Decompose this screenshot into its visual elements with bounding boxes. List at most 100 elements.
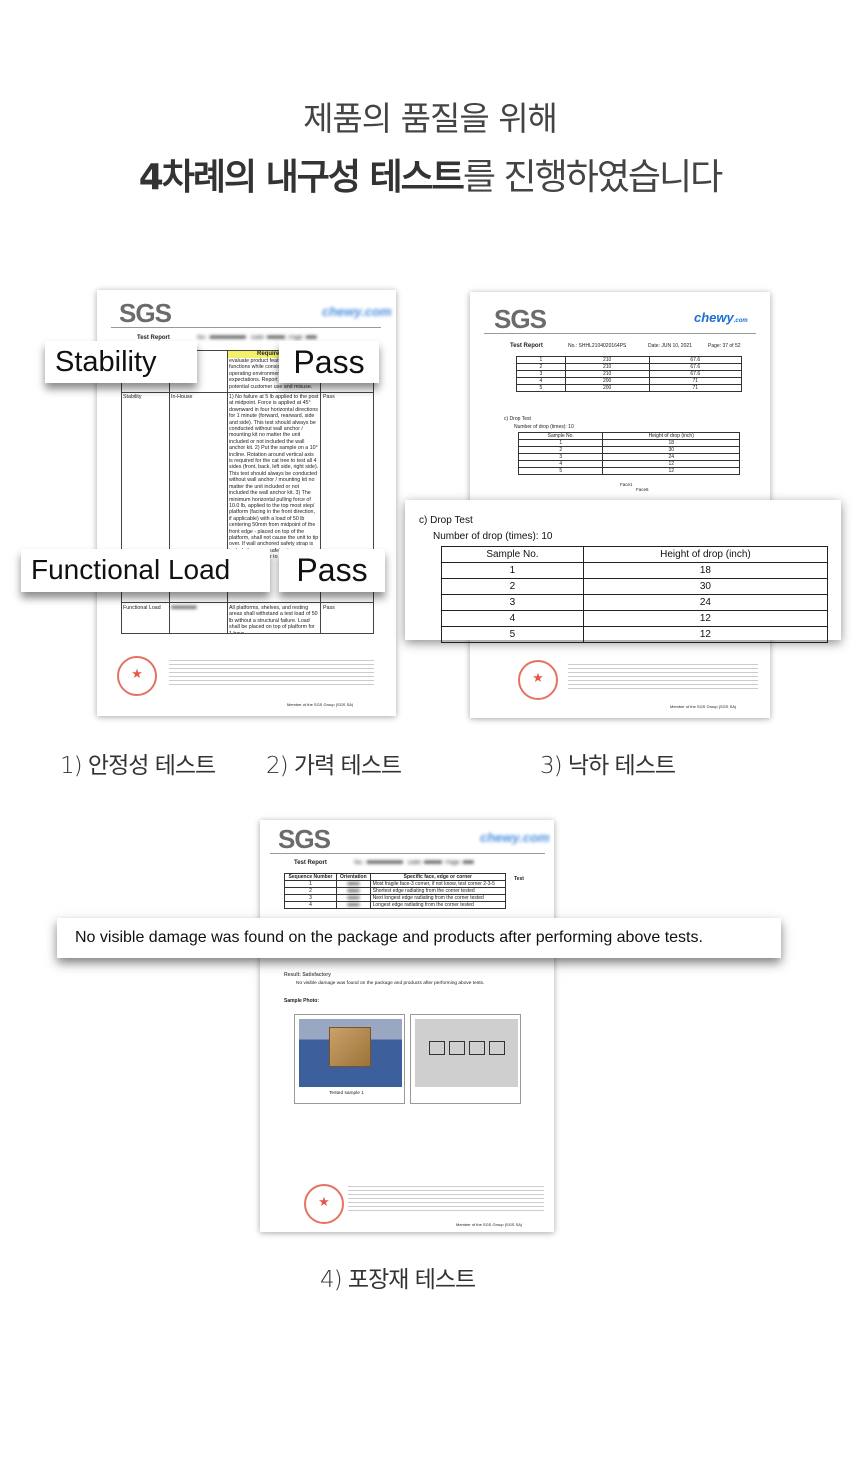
- col-sample: Sample No.: [517, 432, 604, 440]
- requirement-header: Requirement: [257, 351, 294, 357]
- report-title: Test Report: [294, 860, 327, 866]
- chewy-logo-suffix: .com: [733, 318, 748, 324]
- chewy-logo: chewy.com: [480, 830, 550, 845]
- drop-callout-title: c) Drop Test: [419, 515, 473, 526]
- table-cell: 24: [582, 594, 829, 611]
- sgs-seal-stamp: [304, 1184, 344, 1224]
- stability-method: In-House: [171, 394, 193, 400]
- report-meta: No.: ■■■■■■■■■■ Date: ■■■■■ Page: ■■■: [197, 335, 317, 341]
- table-cell: Shortest edge radiating from the corner …: [369, 887, 507, 895]
- table-cell: 5: [517, 467, 604, 475]
- table-cell: 2: [517, 446, 604, 454]
- face1-label: Face1: [620, 482, 633, 487]
- table-cell: 30: [582, 578, 829, 595]
- result-label: Result: Satisfactory: [284, 972, 331, 978]
- headline-line-2: 4차례의 내구성 테스트를 진행하였습니다: [0, 148, 860, 200]
- drop-callout-count: Number of drop (times): 10: [433, 531, 553, 542]
- test-label: Test: [514, 876, 524, 882]
- table-cell: 12: [582, 610, 829, 627]
- col-divider: [320, 350, 321, 634]
- report-title: Test Report: [137, 335, 170, 341]
- functional-method: ■■■■■■■■: [171, 605, 197, 611]
- sgs-seal-stamp: [117, 656, 157, 696]
- headline-line-1: 제품의 품질을 위해: [303, 99, 558, 138]
- table-cell: 210: [564, 370, 650, 378]
- col-orientation: Orientation: [335, 873, 371, 881]
- drop-callout-col-height: Height of drop (inch): [582, 546, 829, 563]
- drop-test-title: c) Drop Test: [504, 416, 531, 422]
- table-cell: 1: [284, 880, 337, 888]
- table-cell: 67.6: [648, 370, 743, 378]
- functional-item: Functional Load: [123, 605, 161, 611]
- footer-member: Member of the SGS Group (SGS SA): [670, 704, 737, 709]
- requirement-intro: evaluate product features and functions …: [229, 358, 313, 390]
- caption-load-test: 2) 가력 테스트: [266, 753, 402, 779]
- drop-test-callout: c) Drop Test Number of drop (times): 10 …: [405, 500, 841, 643]
- footer-member: Member of the SGS Group (SGS SA): [287, 702, 354, 707]
- table-cell: 4: [441, 610, 584, 627]
- keep-dry-icon: [489, 1041, 505, 1055]
- drop-callout-col-sample: Sample No.: [441, 546, 584, 563]
- table-cell: Most fragile face-3 corner, if not know,…: [369, 880, 507, 888]
- table-row: 4■■■■Longest edge radiating from the cor…: [284, 901, 507, 909]
- sgs-seal-stamp: [518, 660, 558, 700]
- table-cell: 12: [582, 626, 829, 643]
- handling-symbol-icon: [429, 1041, 445, 1055]
- table-cell: 200: [564, 384, 650, 392]
- stability-callout-label: Stability: [45, 341, 197, 383]
- col-height: Height of drop (inch): [602, 432, 740, 440]
- table-cell: 2: [441, 578, 584, 595]
- table-cell: 5: [441, 626, 584, 643]
- requirements-table: [121, 350, 374, 634]
- table-cell-redacted: ■■■■: [335, 880, 371, 888]
- box-label-photo: [415, 1019, 518, 1087]
- table-cell: 3: [516, 370, 566, 378]
- table-cell: 71: [648, 384, 743, 392]
- table-cell: 71: [648, 377, 743, 385]
- report-date: Date: JUN 10, 2021: [648, 343, 692, 349]
- functional-callout-text: Functional Load: [31, 554, 231, 585]
- row-divider: [121, 602, 374, 603]
- table-cell: 4: [516, 377, 566, 385]
- sgs-logo: SGS: [119, 298, 172, 328]
- legal-footer-text: [169, 660, 374, 686]
- table-cell: 3: [441, 594, 584, 611]
- col-face: Specific face, edge or corner: [369, 873, 507, 881]
- table-cell-redacted: ■■■■: [335, 887, 371, 895]
- headline-emphasis: 4차례의 내구성 테스트: [138, 157, 465, 198]
- arrows-up-icon: [449, 1041, 465, 1055]
- table-row: 2■■■■Shortest edge radiating from the co…: [284, 887, 507, 895]
- legal-footer-text: [568, 664, 758, 690]
- col-divider: [169, 350, 170, 634]
- stability-pass-text: Pass: [293, 344, 365, 380]
- chewy-logo: chewy.com: [322, 304, 392, 319]
- sgs-logo: SGS: [278, 824, 331, 854]
- stability-callout-text: Stability: [55, 346, 157, 378]
- stability-item: Stability: [123, 394, 142, 400]
- table-cell: 4: [284, 901, 337, 909]
- table-cell: 12: [602, 460, 740, 468]
- table-cell: 67.6: [648, 356, 743, 364]
- table-cell: 3: [517, 453, 604, 461]
- functional-requirement: All platforms, shelves, and resting area…: [229, 605, 318, 633]
- table-cell: 2: [516, 363, 566, 371]
- stability-callout-result: Pass: [279, 341, 379, 383]
- table-cell: 18: [602, 439, 740, 447]
- table-cell: 5: [516, 384, 566, 392]
- sample-photo-label: Sample Photo:: [284, 998, 320, 1004]
